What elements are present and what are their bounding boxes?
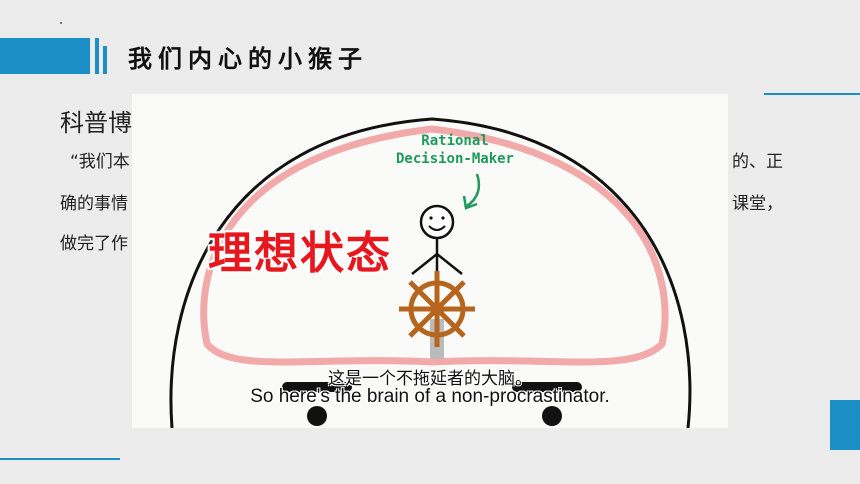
header-accent-tick: [95, 38, 99, 74]
subtitle-chinese: 这是一个不拖延者的大脑。: [328, 369, 532, 389]
paragraph-line-end: 课堂，: [732, 194, 783, 214]
decor-block: [830, 400, 860, 450]
header-accent-bar: [0, 38, 90, 74]
slide-title: 我们内心的小猴子: [128, 45, 368, 73]
brain-illustration: [169, 117, 692, 428]
paragraph-line: “我们本: [70, 152, 130, 172]
rational-decision-maker-label: Rational Decision-Maker: [360, 132, 550, 168]
overlay-text: 理想状态: [208, 228, 392, 279]
label-line: Decision-Maker: [395, 151, 514, 167]
paragraph-line: 确的事情: [60, 194, 128, 214]
decor-line: [0, 458, 120, 460]
label-line: Rational: [421, 133, 489, 149]
section-subtitle: 科普博: [60, 109, 132, 137]
paragraph-line-end: 的、正: [732, 152, 783, 172]
subtitle-english: So here's the brain of a non-procrastina…: [250, 386, 610, 407]
decor-line: [764, 93, 860, 95]
video-frame[interactable]: Rational Decision-Maker 理想状态 这是一个不拖延者的大脑…: [132, 94, 728, 428]
header-accent-tick: [103, 46, 107, 74]
decor-dot: [60, 22, 62, 24]
paragraph-line: 做完了作: [60, 234, 128, 254]
